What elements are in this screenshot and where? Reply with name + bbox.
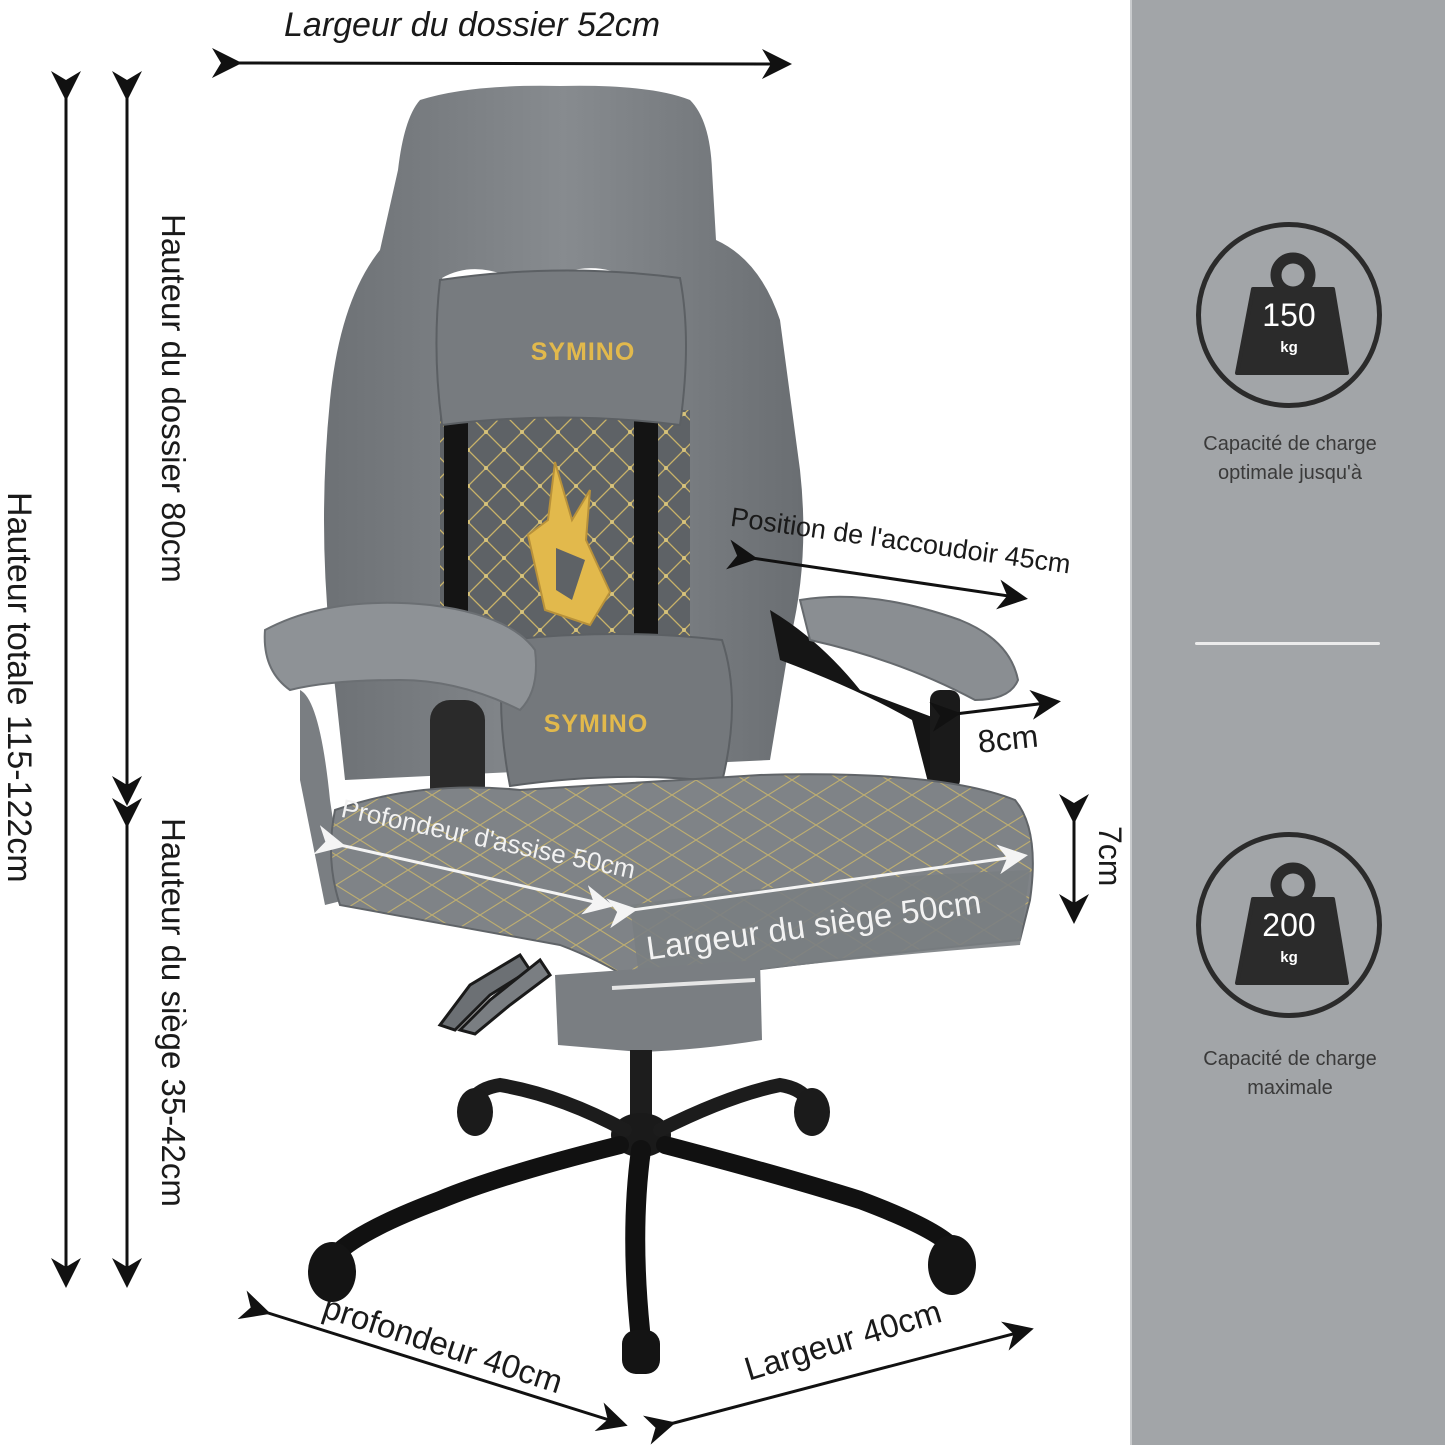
max-load-badge: 200 kg — [1196, 832, 1382, 1018]
brand-logo-lumbar: SYMINO — [544, 710, 649, 738]
optimal-load-badge: 150 kg — [1196, 222, 1382, 408]
base-depth-arrow — [237, 1290, 628, 1432]
caster-wheel — [928, 1235, 976, 1295]
caption-line: optimale jusqu'à — [1218, 462, 1362, 484]
optimal-load-caption: Capacité de charge optimale jusqu'à — [1150, 430, 1430, 488]
caption-line: Capacité de charge — [1203, 1048, 1377, 1070]
caster-wheel — [794, 1088, 830, 1136]
label-backrest-height: Hauteur du dossier 80cm — [155, 214, 192, 583]
brand-logo-pillow: SYMINO — [531, 338, 636, 366]
panel-divider — [1195, 642, 1380, 645]
right-armrest — [770, 595, 1020, 790]
head-pillow: SYMINO — [435, 269, 687, 427]
armrest-width-arrow — [929, 689, 1061, 732]
label-total-height: Hauteur totale 115-122cm — [0, 492, 38, 883]
lumbar-pillow: SYMINO — [500, 633, 733, 788]
caption-line: maximale — [1247, 1077, 1333, 1099]
weight-icon — [1235, 862, 1349, 985]
base-width-arrow — [642, 1321, 1034, 1445]
dimension-arrows — [51, 47, 1089, 1445]
seat-depth-arrow — [313, 825, 614, 915]
weight-icon — [1235, 252, 1349, 375]
optimal-load-unit: kg — [1280, 339, 1298, 356]
gaming-chair-illustration: SYMINO SYMINO — [51, 47, 1089, 1445]
label-armrest-width: 8cm — [976, 717, 1040, 760]
optimal-load-value: 150 — [1262, 297, 1316, 333]
caption-line: Capacité de charge — [1203, 433, 1377, 455]
label-backrest-width: Largeur du dossier 52cm — [284, 6, 661, 44]
caster-wheel — [308, 1242, 356, 1302]
armrest-position-arrow — [726, 539, 1028, 610]
chair-base — [308, 1050, 976, 1374]
max-load-unit: kg — [1280, 949, 1298, 966]
max-load-caption: Capacité de charge maximale — [1150, 1045, 1430, 1103]
label-seat-thickness: 7cm — [1092, 826, 1128, 887]
recline-lever — [437, 952, 553, 1036]
caster-wheel — [457, 1088, 493, 1136]
label-seat-height: Hauteur du siège 35-42cm — [155, 818, 192, 1207]
retractable-footrest — [555, 960, 762, 1052]
max-load-value: 200 — [1262, 907, 1316, 943]
seat-width-arrow — [606, 844, 1028, 929]
backrest-width-arrow — [211, 47, 792, 79]
load-capacity-panel — [1130, 0, 1445, 1445]
caster-wheel — [622, 1330, 660, 1374]
